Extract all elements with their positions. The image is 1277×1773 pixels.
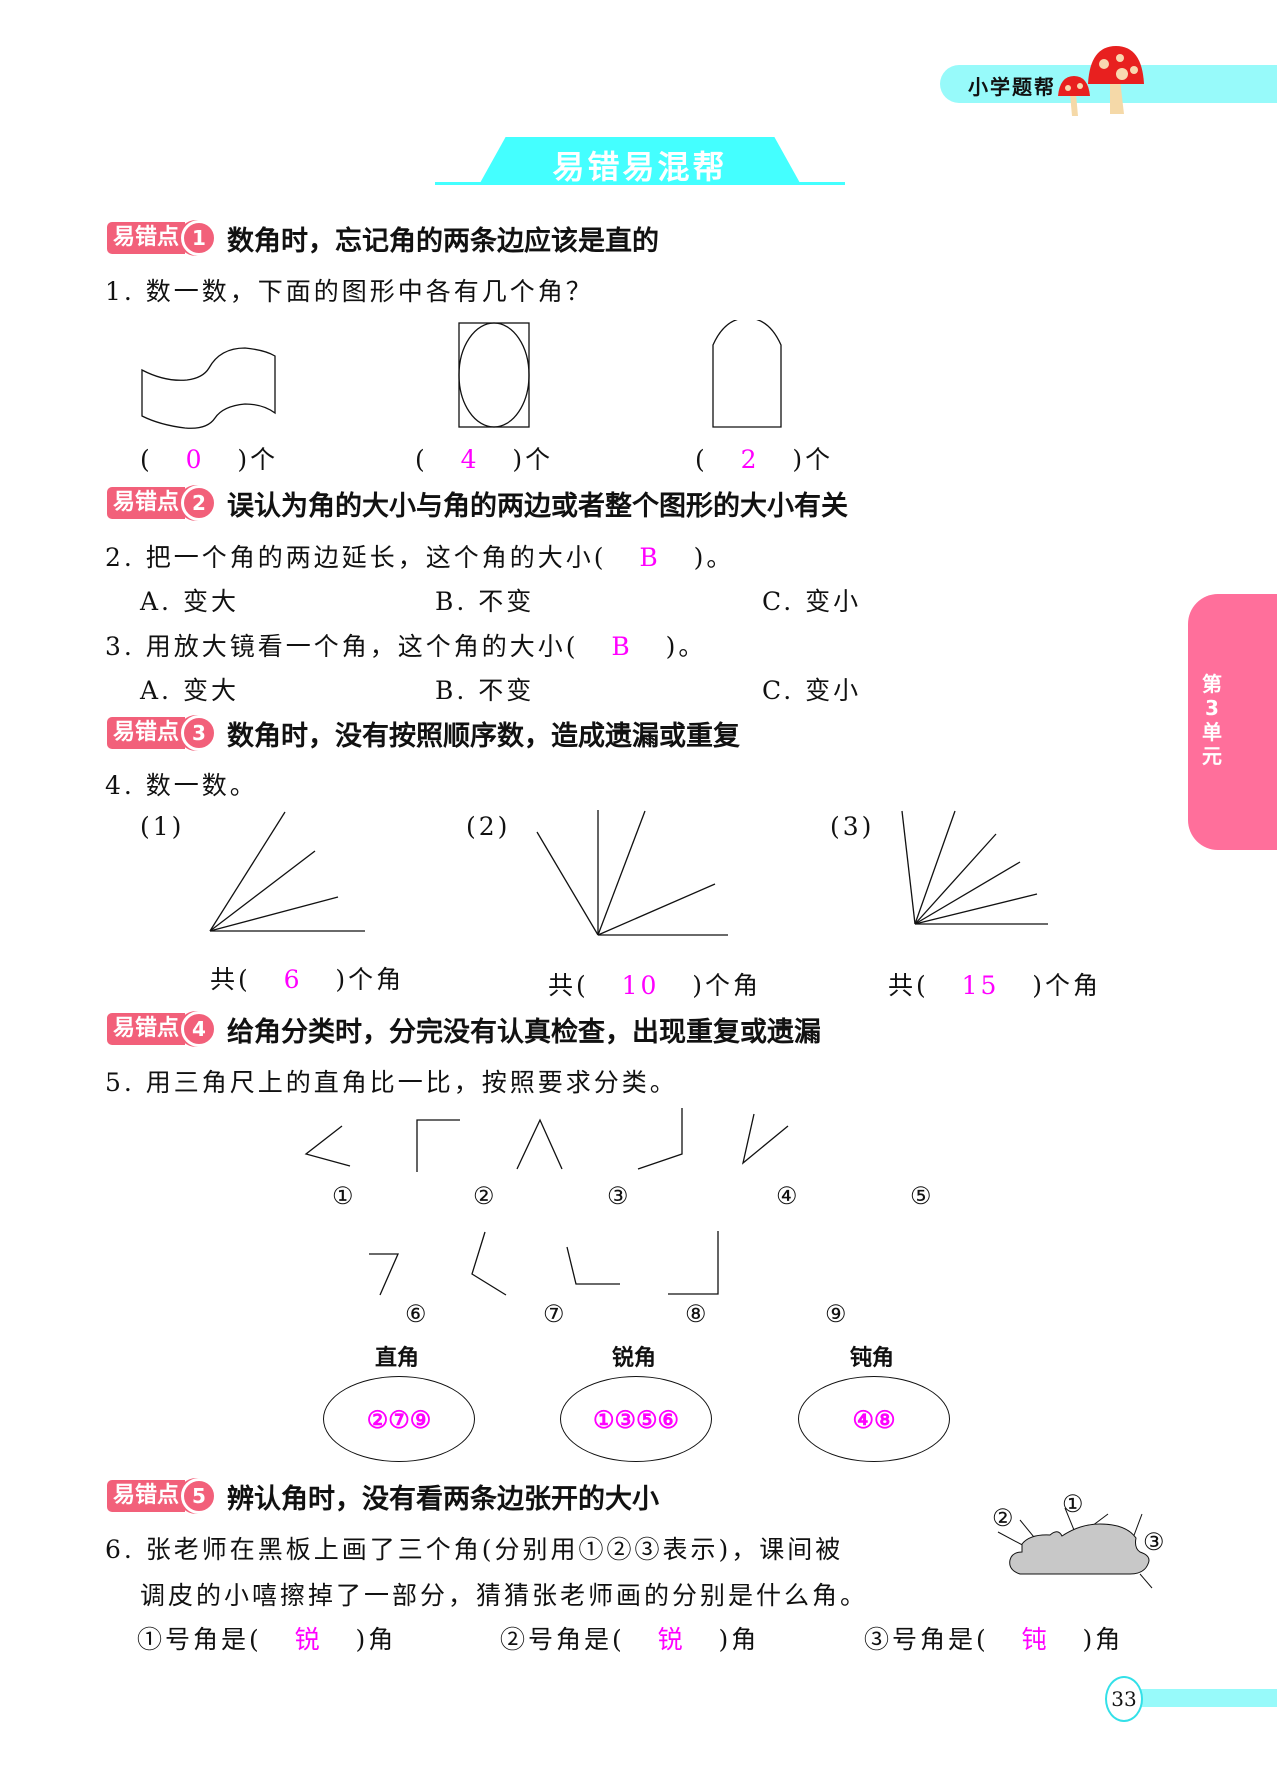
figure-label-3: ③ xyxy=(1143,1528,1165,1556)
angle-7 xyxy=(471,1231,507,1296)
option-b: B. 不变 xyxy=(435,587,535,616)
count-answer-2: 共( 10 )个角 xyxy=(548,971,762,1000)
angle-2 xyxy=(416,1119,460,1172)
count-answer-1: 共( 6 )个角 xyxy=(210,965,405,994)
angle-label-3: ③ xyxy=(607,1182,629,1210)
badge-label: 易错点 xyxy=(107,1013,186,1045)
figure-label-2: ② xyxy=(992,1504,1014,1532)
rays-fig-1 xyxy=(209,811,365,932)
angle-6 xyxy=(369,1253,399,1296)
error-point-2: 易错点 2 误认为角的大小与角的两边或者整个图形的大小有关 xyxy=(107,485,848,522)
question-4: 4. 数一数。 xyxy=(105,771,258,800)
page-number: 33 xyxy=(1105,1676,1143,1722)
answer-fig-1: ( 0 )个 xyxy=(140,445,279,474)
angle-label-9: ⑨ xyxy=(825,1300,847,1328)
badge-number: 5 xyxy=(181,1478,218,1514)
badge-label: 易错点 xyxy=(107,222,186,254)
question-1-figures xyxy=(141,320,782,429)
figure-label-1: ① xyxy=(1062,1490,1084,1518)
category-acute-label: 锐角 xyxy=(612,1346,657,1371)
section-title: 给角分类时，分完没有认真检查，出现重复或遗漏 xyxy=(227,1016,822,1048)
wavy-shape xyxy=(141,347,276,429)
circle-in-square xyxy=(458,322,530,428)
angle-9 xyxy=(668,1231,719,1295)
section-title: 数角时，没有按照顺序数，造成遗漏或重复 xyxy=(227,720,741,752)
error-point-1: 易错点 1 数角时，忘记角的两条边应该是直的 xyxy=(107,220,659,257)
category-obtuse-box: ④⑧ xyxy=(798,1376,950,1462)
part-label-3: (3) xyxy=(830,812,875,841)
angle-label-4: ④ xyxy=(776,1182,798,1210)
part-label-2: (2) xyxy=(466,812,511,841)
ray-figures xyxy=(209,810,1048,936)
error-point-3: 易错点 3 数角时，没有按照顺序数，造成遗漏或重复 xyxy=(107,715,740,752)
badge-number: 1 xyxy=(181,220,218,256)
arch-shape xyxy=(712,320,782,428)
unit-tab xyxy=(1188,594,1277,850)
rays-fig-3 xyxy=(901,810,1048,925)
angle-1 xyxy=(304,1125,351,1167)
angle-figures xyxy=(304,1108,789,1296)
section-title: 误认为角的大小与角的两边或者整个图形的大小有关 xyxy=(227,490,849,522)
unit-tab-label: 第 3 单 元 xyxy=(1202,672,1222,768)
part-label-1: (1) xyxy=(140,812,185,841)
title-underline xyxy=(435,182,845,185)
section-title: 辨认角时，没有看两条边张开的大小 xyxy=(227,1483,660,1515)
q6-answer-1: ①号角是( 锐 )角 xyxy=(137,1625,397,1654)
option-a: A. 变大 xyxy=(140,587,239,616)
angle-8 xyxy=(566,1246,620,1285)
angle-4 xyxy=(637,1108,683,1170)
section-title: 数角时，忘记角的两条边应该是直的 xyxy=(227,225,660,257)
angle-label-5: ⑤ xyxy=(910,1182,932,1210)
error-point-4: 易错点 4 给角分类时，分完没有认真检查，出现重复或遗漏 xyxy=(107,1011,821,1048)
category-obtuse-label: 钝角 xyxy=(850,1346,895,1371)
erased-blackboard-figure xyxy=(997,1507,1153,1589)
page-title: 易错易混帮 xyxy=(552,148,728,186)
question-6-line-1: 6. 张老师在黑板上画了三个角(分别用①②③表示)，课间被 xyxy=(105,1535,844,1564)
brand-name: 小学题帮 xyxy=(968,75,1056,99)
question-1: 1. 数一数，下面的图形中各有几个角？ xyxy=(105,277,594,306)
question-6-line-2: 调皮的小嘻擦掉了一部分，猜猜张老师画的分别是什么角。 xyxy=(140,1581,869,1610)
option-a: A. 变大 xyxy=(140,676,239,705)
badge-label: 易错点 xyxy=(107,487,186,519)
option-b: B. 不变 xyxy=(435,676,535,705)
answer-fig-2: ( 4 )个 xyxy=(415,445,554,474)
answer-fig-3: ( 2 )个 xyxy=(695,445,834,474)
question-5: 5. 用三角尺上的直角比一比，按照要求分类。 xyxy=(105,1068,678,1097)
category-acute-box: ①③⑤⑥ xyxy=(560,1376,712,1462)
error-point-5: 易错点 5 辨认角时，没有看两条边张开的大小 xyxy=(107,1478,659,1515)
category-right-box: ②⑦⑨ xyxy=(323,1376,475,1462)
angle-label-6: ⑥ xyxy=(405,1300,427,1328)
mushroom-icon xyxy=(1058,46,1144,116)
page-number-band xyxy=(1135,1689,1277,1707)
question-3: 3. 用放大镜看一个角，这个角的大小( B )。 xyxy=(105,632,707,661)
angle-label-8: ⑧ xyxy=(685,1300,707,1328)
badge-number: 2 xyxy=(181,485,218,521)
count-answer-3: 共( 15 )个角 xyxy=(888,971,1102,1000)
angle-5 xyxy=(741,1113,789,1165)
question-2: 2. 把一个角的两边延长，这个角的大小( B )。 xyxy=(105,543,735,572)
option-c: C. 变小 xyxy=(762,676,862,705)
badge-number: 4 xyxy=(181,1011,218,1047)
category-right-label: 直角 xyxy=(375,1346,420,1371)
option-c: C. 变小 xyxy=(762,587,862,616)
angle-3 xyxy=(516,1118,563,1170)
badge-label: 易错点 xyxy=(107,1480,186,1512)
badge-number: 3 xyxy=(181,715,218,751)
badge-label: 易错点 xyxy=(107,717,186,749)
angle-label-7: ⑦ xyxy=(543,1300,565,1328)
rays-fig-2 xyxy=(536,810,728,936)
angle-label-1: ① xyxy=(332,1182,354,1210)
q6-answer-2: ②号角是( 锐 )角 xyxy=(500,1625,760,1654)
title-banner xyxy=(480,137,800,183)
angle-label-2: ② xyxy=(473,1182,495,1210)
q6-answer-3: ③号角是( 钝 )角 xyxy=(864,1625,1124,1654)
